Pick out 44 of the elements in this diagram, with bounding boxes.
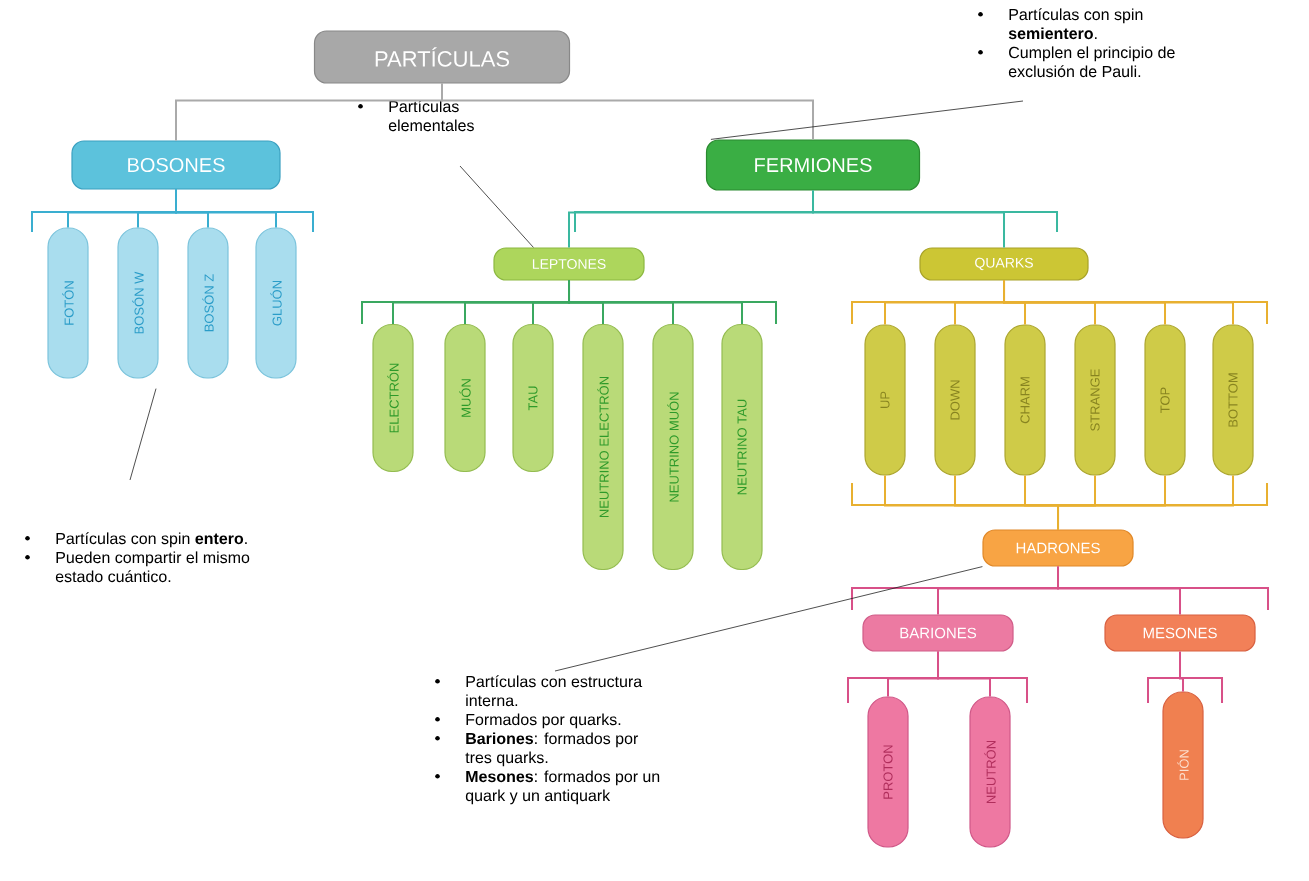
note-text: Partículas elementales bbox=[358, 100, 474, 132]
particle-pill: NEUTRINO ELECTRÓN bbox=[582, 323, 624, 571]
connector-line bbox=[937, 650, 991, 698]
category-box: HADRONES bbox=[982, 529, 1134, 567]
particle-pill: TAU bbox=[512, 323, 554, 473]
particle-pill: FOTÓN bbox=[47, 227, 89, 379]
connector-line bbox=[568, 279, 743, 325]
note-text: Partículas con spin entero. Pueden compartir el mismo estado cuántico. bbox=[25, 532, 250, 583]
leader-line bbox=[129, 388, 157, 481]
particle-pill: NEUTRINO MUÓN bbox=[652, 323, 694, 571]
particle-pill: STRANGE bbox=[1074, 324, 1116, 476]
category-box: FERMIONES bbox=[705, 139, 921, 191]
category-box: BARIONES bbox=[862, 614, 1014, 652]
leader-line bbox=[554, 566, 983, 672]
connector-line bbox=[1057, 565, 1181, 616]
particle-pill: UP bbox=[864, 324, 906, 476]
particle-pill: ELECTRÓN bbox=[372, 323, 414, 473]
note-text: Partículas con spin semientero. Cumplen el principio de exclusión de Pauli. bbox=[978, 8, 1175, 78]
category-box: LEPTONES bbox=[493, 247, 645, 281]
category-box: MESONES bbox=[1104, 614, 1256, 652]
connector-line bbox=[441, 82, 814, 141]
particle-pill: BOSÓN W bbox=[117, 227, 159, 379]
connector-line bbox=[175, 188, 277, 229]
leader-line bbox=[459, 165, 534, 248]
particle-pill: DOWN bbox=[934, 324, 976, 476]
category-box: PARTÍCULAS bbox=[313, 30, 571, 84]
particle-pill: MUÓN bbox=[444, 323, 486, 473]
category-box: BOSONES bbox=[71, 140, 281, 190]
particle-pill: CHARM bbox=[1004, 324, 1046, 476]
category-box: QUARKS bbox=[919, 247, 1089, 281]
connector-line bbox=[1179, 650, 1184, 693]
note-text: Partículas con estructura interna. Formados por quarks. Bariones: formados por tres quarks. Mesones: formados por un quark y un antiquark bbox=[435, 675, 660, 805]
particle-pill: PIÓN bbox=[1162, 691, 1204, 839]
particle-pill: BOTTOM bbox=[1212, 324, 1254, 476]
connector-line bbox=[1057, 474, 1234, 531]
particle-pill: GLUÓN bbox=[255, 227, 297, 379]
particle-pill: NEUTRINO TAU bbox=[721, 323, 763, 571]
connector-line bbox=[812, 189, 1005, 249]
particle-pill: NEUTRÓN bbox=[969, 696, 1011, 848]
connector-line bbox=[1003, 279, 1234, 326]
particle-pill: TOP bbox=[1144, 324, 1186, 476]
particle-pill: BOSÓN Z bbox=[187, 227, 229, 379]
leader-line bbox=[710, 100, 1024, 140]
particle-pill: PROTON bbox=[867, 696, 909, 848]
